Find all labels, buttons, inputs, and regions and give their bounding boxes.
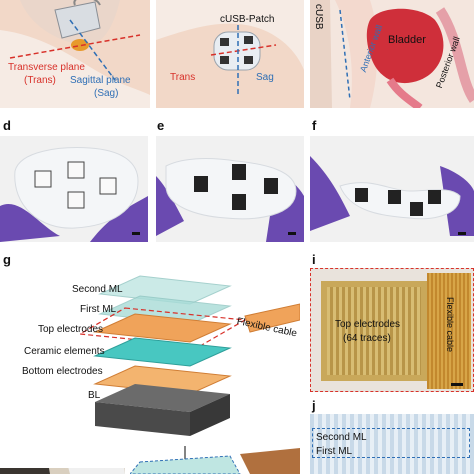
panel-label-j: j bbox=[312, 398, 316, 413]
panel-f-photo bbox=[310, 136, 474, 242]
layer-label-second-ml: Second ML bbox=[72, 284, 123, 295]
exploded-layer-diagram bbox=[78, 275, 300, 464]
layer-label-top-electrodes: Top electrodes bbox=[38, 324, 104, 335]
cusb-label: cUSB bbox=[313, 4, 324, 30]
layer-label-ceramic-elements: Ceramic elements bbox=[24, 346, 105, 357]
trans-label: Trans bbox=[170, 72, 196, 83]
electrode-grid bbox=[327, 287, 421, 375]
patch-held-photo bbox=[156, 158, 304, 242]
ml-texture bbox=[310, 414, 474, 474]
ml-dashed-box bbox=[312, 428, 470, 458]
first-ml-label: First ML bbox=[316, 446, 353, 457]
layer-label-bl: BL bbox=[88, 390, 101, 401]
sag-label: Sag bbox=[256, 72, 274, 83]
panel-b: cUSB-Patch Trans Sag bbox=[156, 0, 304, 108]
scale-bar-i bbox=[451, 383, 463, 386]
traces-label: (64 traces) bbox=[343, 333, 391, 344]
second-ml-label: Second ML bbox=[316, 432, 367, 443]
transverse-plane-label: Transverse plane bbox=[8, 62, 85, 73]
panel-d-photo bbox=[0, 136, 148, 242]
bladder-label: Bladder bbox=[388, 34, 426, 46]
panel-label-i: i bbox=[312, 252, 316, 267]
cusb-patch-label: cUSB-Patch bbox=[220, 14, 275, 25]
panel-i-photo: Top electrodes (64 traces) Flexible cabl… bbox=[310, 268, 474, 392]
panel-label-e: e bbox=[157, 118, 165, 133]
panel-g: Second ML First ML Top electrodes Cerami… bbox=[0, 268, 300, 468]
panel-j-photo: Second ML First ML bbox=[310, 414, 474, 474]
panel-label-h: h bbox=[3, 412, 11, 427]
lower-layers bbox=[130, 448, 300, 474]
layer-label-first-ml: First ML bbox=[80, 304, 117, 315]
flexible-cable-vertical-label: Flexible cable bbox=[445, 297, 455, 353]
top-electrodes-label: Top electrodes bbox=[335, 319, 401, 330]
panel-label-g: g bbox=[3, 252, 11, 267]
leg-illustration bbox=[0, 0, 150, 95]
torso-illustration bbox=[156, 23, 304, 108]
layer-label-bottom-electrodes: Bottom electrodes bbox=[22, 366, 103, 377]
patch-stretched-photo bbox=[310, 156, 474, 236]
panel-c: cUSB Bladder Anterior wall Posterior wal… bbox=[310, 0, 474, 108]
flexible-cable-strip bbox=[427, 273, 471, 389]
panel-label-d: d bbox=[3, 118, 11, 133]
patch-on-glove-photo bbox=[0, 147, 148, 242]
sagittal-abbr-label: (Sag) bbox=[94, 88, 119, 99]
bladder-illustration bbox=[310, 0, 474, 108]
panel-label-f: f bbox=[312, 118, 317, 133]
panel-e-photo bbox=[156, 136, 304, 242]
panel-a: Transverse plane (Trans) Sagittal plane … bbox=[0, 0, 150, 108]
sagittal-plane-label: Sagittal plane bbox=[70, 75, 131, 86]
transverse-abbr-label: (Trans) bbox=[24, 75, 56, 86]
panel-g-lower bbox=[130, 442, 300, 474]
